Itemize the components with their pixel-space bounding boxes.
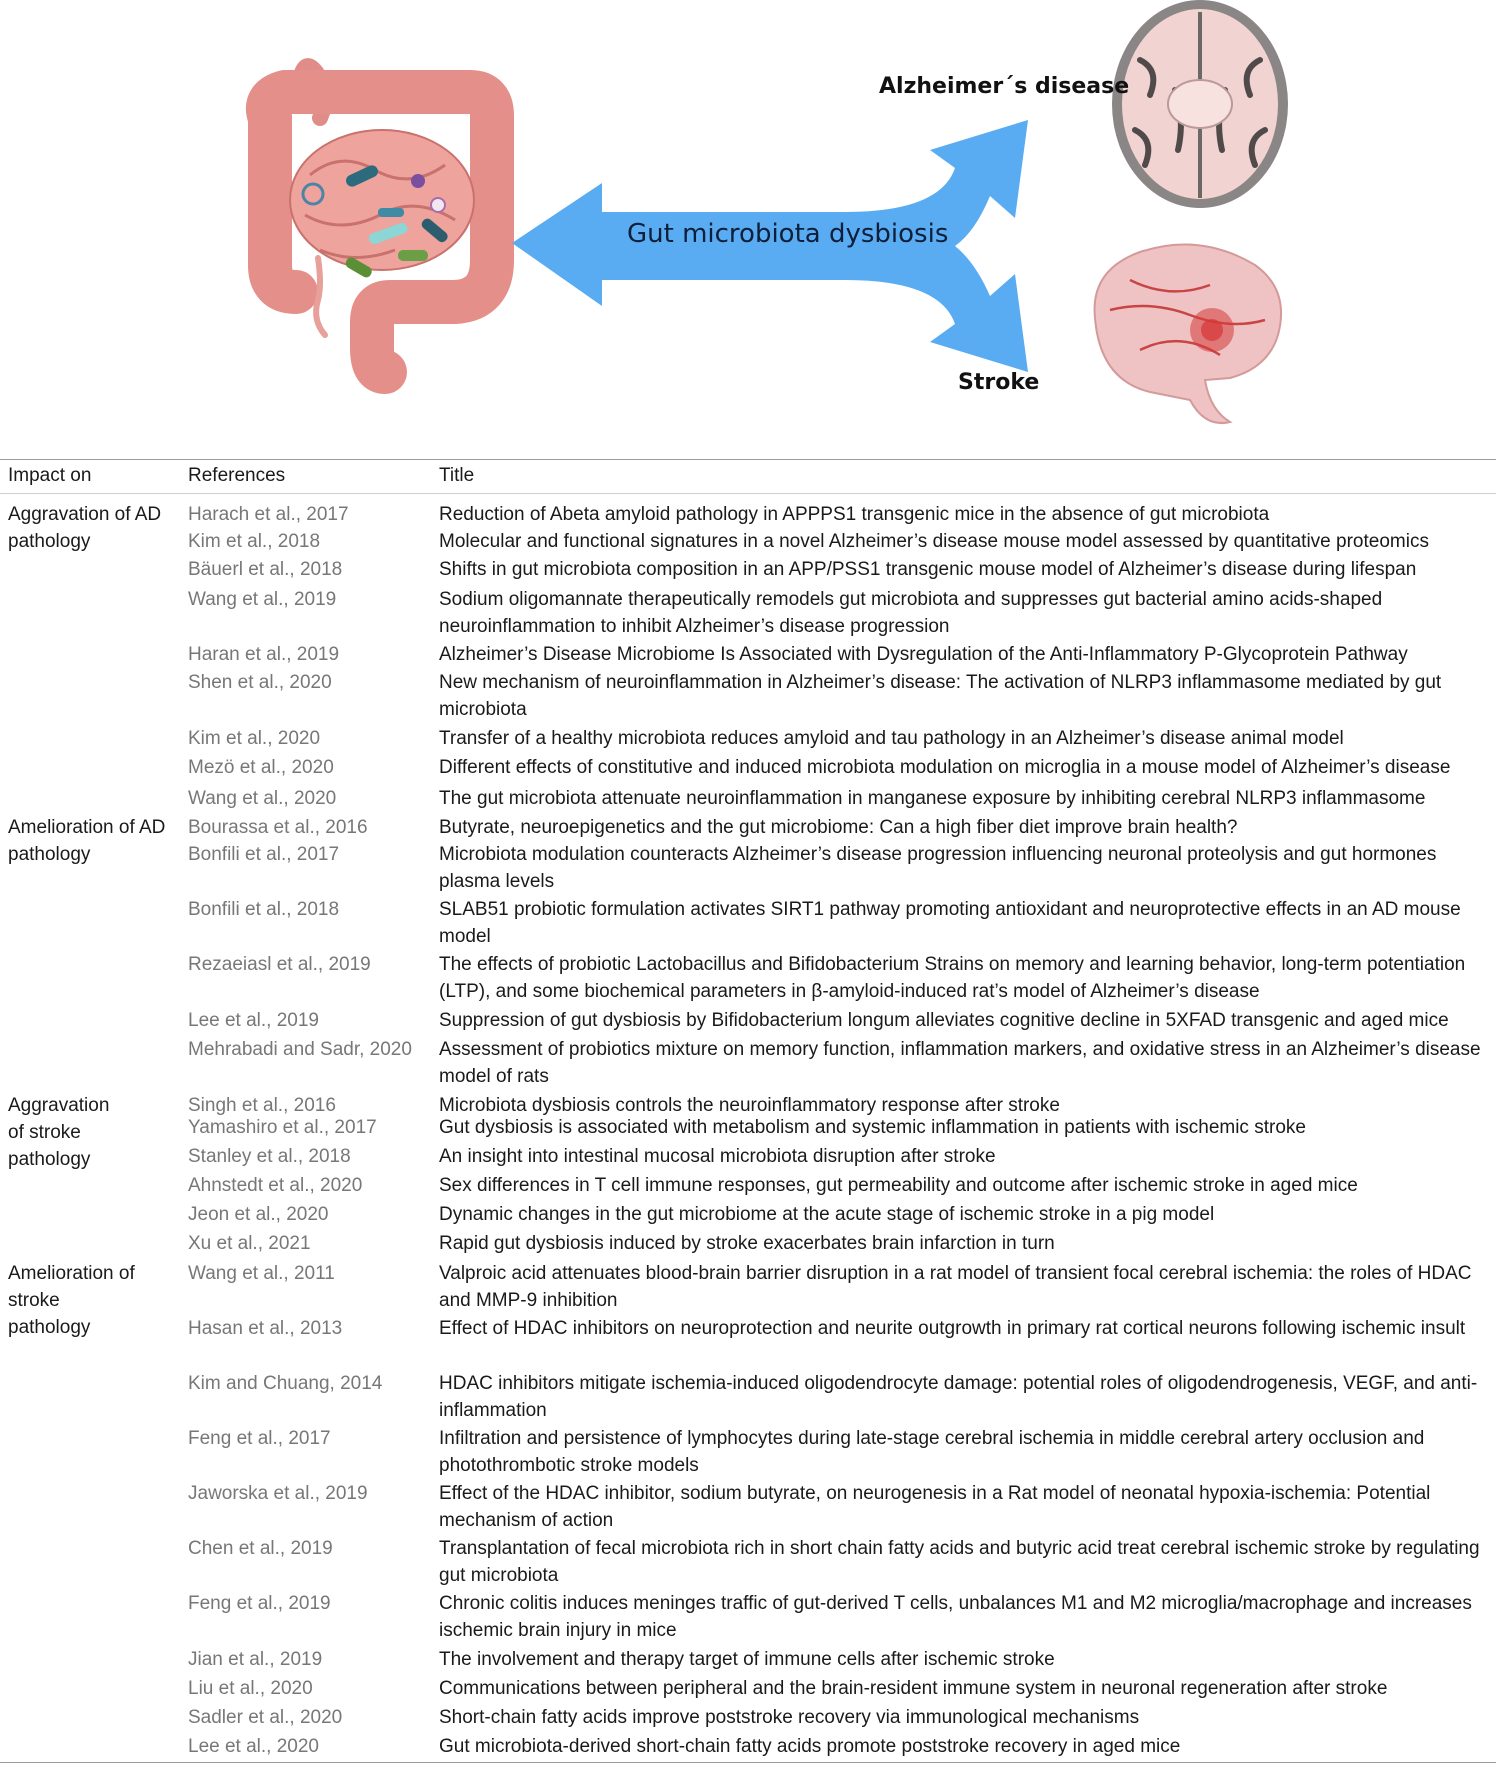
title-cell: Sex differences in T cell immune respons…: [439, 1175, 1358, 1196]
reference-cell: Mehrabadi and Sadr, 2020: [188, 1039, 412, 1060]
title-cell: Transfer of a healthy microbiota reduces…: [439, 728, 1344, 749]
title-cell: Shifts in gut microbiota composition in …: [439, 559, 1417, 580]
bacteria-icons: [301, 165, 448, 278]
header-references: References: [188, 465, 286, 486]
reference-cell: Yamashiro et al., 2017: [188, 1117, 377, 1138]
title-cell: The involvement and therapy target of im…: [439, 1649, 1055, 1670]
title-cell: Molecular and functional signatures in a…: [439, 531, 1429, 552]
reference-cell: Liu et al., 2020: [188, 1678, 313, 1699]
reference-cell: Feng et al., 2019: [188, 1593, 331, 1614]
title-cell: Chronic colitis induces meninges traffic…: [439, 1593, 1472, 1641]
figure-svg: [246, 0, 1288, 424]
title-cell: Transplantation of fecal microbiota rich…: [439, 1538, 1480, 1586]
ad-label: Alzheimer´s disease: [879, 74, 1130, 99]
reference-cell: Bäuerl et al., 2018: [188, 559, 343, 580]
intestine-icon: [246, 58, 514, 394]
ad-brain-icon: [1112, 0, 1288, 208]
title-cell: Effect of the HDAC inhibitor, sodium but…: [439, 1483, 1431, 1531]
title-cell: Suppression of gut dysbiosis by Bifidoba…: [439, 1010, 1449, 1031]
reference-cell: Jeon et al., 2020: [188, 1204, 329, 1225]
figure-illustration: Alzheimer´s disease Stroke Gut microbiot…: [0, 0, 1500, 455]
category-label: Aggravation of stroke pathology: [8, 1095, 110, 1170]
reference-cell: Singh et al., 2016: [188, 1095, 336, 1116]
title-cell: Gut microbiota-derived short-chain fatty…: [439, 1736, 1181, 1757]
reference-cell: Feng et al., 2017: [188, 1428, 331, 1449]
reference-cell: Mezö et al., 2020: [188, 757, 334, 778]
reference-cell: Ahnstedt et al., 2020: [188, 1175, 363, 1196]
reference-cell: Kim et al., 2018: [188, 531, 321, 552]
reference-cell: Shen et al., 2020: [188, 672, 332, 693]
title-cell: Microbiota modulation counteracts Alzhei…: [439, 844, 1437, 892]
table-top-rule: [0, 459, 1496, 460]
title-cell: Butyrate, neuroepigenetics and the gut m…: [439, 817, 1238, 838]
title-cell: Different effects of constitutive and in…: [439, 757, 1451, 778]
title-cell: Dynamic changes in the gut microbiome at…: [439, 1204, 1215, 1225]
header-title: Title: [439, 465, 475, 486]
reference-cell: Chen et al., 2019: [188, 1538, 333, 1559]
reference-cell: Kim and Chuang, 2014: [188, 1373, 383, 1394]
reference-cell: Kim et al., 2020: [188, 728, 321, 749]
reference-cell: Lee et al., 2019: [188, 1010, 319, 1031]
title-cell: Microbiota dysbiosis controls the neuroi…: [439, 1095, 1060, 1116]
table-bottom-rule: [0, 1762, 1496, 1763]
reference-cell: Rezaeiasl et al., 2019: [188, 954, 371, 975]
reference-cell: Wang et al., 2011: [188, 1263, 335, 1284]
reference-cell: Lee et al., 2020: [188, 1736, 319, 1757]
reference-cell: Bonfili et al., 2018: [188, 899, 340, 920]
title-cell: The gut microbiota attenuate neuroinflam…: [439, 788, 1426, 809]
title-cell: Infiltration and persistence of lymphocy…: [439, 1428, 1425, 1476]
title-cell: Assessment of probiotics mixture on memo…: [439, 1039, 1481, 1087]
title-cell: Gut dysbiosis is associated with metabol…: [439, 1117, 1306, 1138]
reference-cell: Bourassa et al., 2016: [188, 817, 368, 838]
title-cell: Reduction of Abeta amyloid pathology in …: [439, 504, 1270, 525]
reference-cell: Jian et al., 2019: [188, 1649, 323, 1670]
dysbiosis-label: Gut microbiota dysbiosis: [627, 219, 949, 249]
title-cell: Communications between peripheral and th…: [439, 1678, 1388, 1699]
reference-cell: Jaworska et al., 2019: [188, 1483, 368, 1504]
header-impact: Impact on: [8, 465, 92, 486]
arrow-icon: [512, 120, 1028, 372]
title-cell: Short-chain fatty acids improve poststro…: [439, 1707, 1140, 1728]
title-cell: Alzheimer’s Disease Microbiome Is Associ…: [439, 644, 1408, 665]
title-cell: The effects of probiotic Lactobacillus a…: [439, 954, 1466, 1002]
title-cell: HDAC inhibitors mitigate ischemia-induce…: [439, 1373, 1478, 1421]
category-label: Aggravation of AD pathology: [8, 504, 162, 552]
reference-cell: Haran et al., 2019: [188, 644, 340, 665]
reference-cell: Xu et al., 2021: [188, 1233, 311, 1254]
title-cell: SLAB51 probiotic formulation activates S…: [439, 899, 1461, 947]
reference-cell: Bonfili et al., 2017: [188, 844, 340, 865]
title-cell: Valproic acid attenuates blood-brain bar…: [439, 1263, 1472, 1311]
category-label: Amelioration of stroke pathology: [8, 1263, 135, 1338]
reference-cell: Hasan et al., 2013: [188, 1318, 343, 1339]
reference-cell: Wang et al., 2020: [188, 788, 337, 809]
reference-cell: Stanley et al., 2018: [188, 1146, 351, 1167]
reference-cell: Harach et al., 2017: [188, 504, 349, 525]
table-header-rule: [0, 493, 1496, 494]
title-cell: Sodium oligomannate therapeutically remo…: [439, 589, 1383, 637]
stroke-brain-icon: [1093, 243, 1282, 424]
title-cell: Rapid gut dysbiosis induced by stroke ex…: [439, 1233, 1055, 1254]
title-cell: An insight into intestinal mucosal micro…: [439, 1146, 996, 1167]
reference-cell: Wang et al., 2019: [188, 589, 337, 610]
title-cell: New mechanism of neuroinflammation in Al…: [439, 672, 1442, 720]
title-cell: Effect of HDAC inhibitors on neuroprotec…: [439, 1318, 1466, 1339]
stroke-label: Stroke: [958, 370, 1040, 395]
category-label: Amelioration of AD pathology: [8, 817, 166, 865]
reference-cell: Sadler et al., 2020: [188, 1707, 343, 1728]
